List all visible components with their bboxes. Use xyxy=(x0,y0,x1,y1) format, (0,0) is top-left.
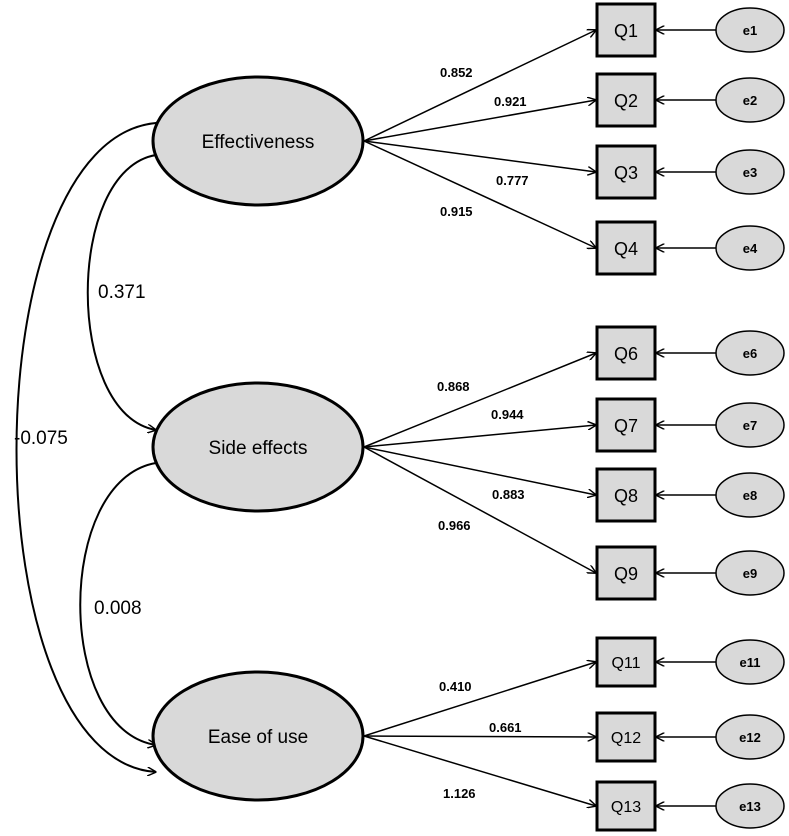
item-q1: Q1 xyxy=(595,2,657,58)
error-label-e4: e4 xyxy=(743,241,758,256)
error-label-e8: e8 xyxy=(743,488,757,503)
item-label-q7: Q7 xyxy=(614,416,638,436)
corr-label-effectiveness-side-effects: 0.371 xyxy=(98,282,146,303)
item-label-q1: Q1 xyxy=(614,21,638,41)
error-e7: e7 xyxy=(715,402,785,448)
item-q2: Q2 xyxy=(595,72,657,128)
loading-label-q1: 0.852 xyxy=(440,65,473,80)
error-e13: e13 xyxy=(715,783,785,829)
item-label-q6: Q6 xyxy=(614,344,638,364)
error-label-e1: e1 xyxy=(743,23,757,38)
error-e2: e2 xyxy=(715,77,785,123)
item-label-q3: Q3 xyxy=(614,163,638,183)
item-q12: Q12 xyxy=(595,711,657,763)
loading-label-q12: 0.661 xyxy=(489,720,522,735)
item-q11: Q11 xyxy=(595,636,657,688)
path-side-effects-q8 xyxy=(363,446,596,495)
item-q4: Q4 xyxy=(595,220,657,276)
item-label-q9: Q9 xyxy=(614,564,638,584)
error-e1: e1 xyxy=(715,7,785,53)
error-label-e3: e3 xyxy=(743,165,757,180)
path-ease-of-use-q11 xyxy=(363,662,596,737)
path-side-effects-q7 xyxy=(363,425,596,448)
item-q3: Q3 xyxy=(595,144,657,200)
error-e8: e8 xyxy=(715,472,785,518)
corr-label-effectiveness-ease-of-use: -0.075 xyxy=(14,428,68,449)
loading-paths xyxy=(363,30,596,806)
latent-ease-of-use: Ease of use xyxy=(151,670,365,802)
path-side-effects-q6 xyxy=(363,353,596,448)
path-effectiveness-q3 xyxy=(363,140,596,172)
loading-label-q6: 0.868 xyxy=(437,379,470,394)
loading-label-q8: 0.883 xyxy=(492,487,525,502)
item-q8: Q8 xyxy=(595,467,657,523)
item-q6: Q6 xyxy=(595,325,657,381)
item-label-q11: Q11 xyxy=(611,655,640,672)
loading-label-q7: 0.944 xyxy=(491,407,524,422)
path-side-effects-q9 xyxy=(363,446,596,573)
path-ease-of-use-q13 xyxy=(363,735,596,806)
item-label-q12: Q12 xyxy=(611,730,641,747)
item-label-q13: Q13 xyxy=(611,799,641,816)
error-label-e11: e11 xyxy=(740,655,761,670)
item-label-q8: Q8 xyxy=(614,486,638,506)
latent-label-ease-of-use: Ease of use xyxy=(208,727,308,748)
item-q13: Q13 xyxy=(595,780,657,832)
error-e4: e4 xyxy=(715,225,785,271)
error-e12: e12 xyxy=(715,714,785,760)
corr-label-side-effects-ease-of-use: 0.008 xyxy=(94,598,142,619)
path-effectiveness-q2 xyxy=(363,100,596,142)
error-label-e6: e6 xyxy=(743,346,757,361)
path-ease-of-use-q12 xyxy=(363,736,596,737)
latent-side-effects: Side effects xyxy=(151,381,365,513)
item-q9: Q9 xyxy=(595,545,657,601)
latent-label-side-effects: Side effects xyxy=(209,438,308,459)
loading-label-q4: 0.915 xyxy=(440,204,473,219)
item-q7: Q7 xyxy=(595,397,657,453)
error-e9: e9 xyxy=(715,550,785,596)
error-e3: e3 xyxy=(715,149,785,195)
error-e11: e11 xyxy=(715,639,785,685)
loading-labels: 0.852 0.921 0.777 0.915 0.868 0.944 0.88… xyxy=(437,65,529,801)
item-label-q2: Q2 xyxy=(614,91,638,111)
loading-label-q13: 1.126 xyxy=(443,786,476,801)
error-label-e13: e13 xyxy=(739,799,761,814)
corr-curve-effectiveness-ease-of-use xyxy=(15,123,157,772)
loading-label-q11: 0.410 xyxy=(439,679,472,694)
corr-curve-side-effects-ease-of-use xyxy=(79,463,156,745)
corr-curve-effectiveness-side-effects xyxy=(86,155,156,430)
latent-effectiveness: Effectiveness xyxy=(151,75,365,207)
correlation-curves xyxy=(15,123,157,772)
error-label-e12: e12 xyxy=(739,730,761,745)
latent-label-effectiveness: Effectiveness xyxy=(202,132,315,153)
item-label-q4: Q4 xyxy=(614,239,638,259)
loading-label-q3: 0.777 xyxy=(496,173,529,188)
error-label-e2: e2 xyxy=(743,93,757,108)
error-label-e9: e9 xyxy=(743,566,757,581)
error-paths xyxy=(656,30,716,806)
path-effectiveness-q4 xyxy=(363,140,596,248)
error-e6: e6 xyxy=(715,330,785,376)
loading-label-q2: 0.921 xyxy=(494,94,527,109)
path-effectiveness-q1 xyxy=(363,30,596,142)
loading-label-q9: 0.966 xyxy=(438,518,471,533)
error-label-e7: e7 xyxy=(743,418,757,433)
